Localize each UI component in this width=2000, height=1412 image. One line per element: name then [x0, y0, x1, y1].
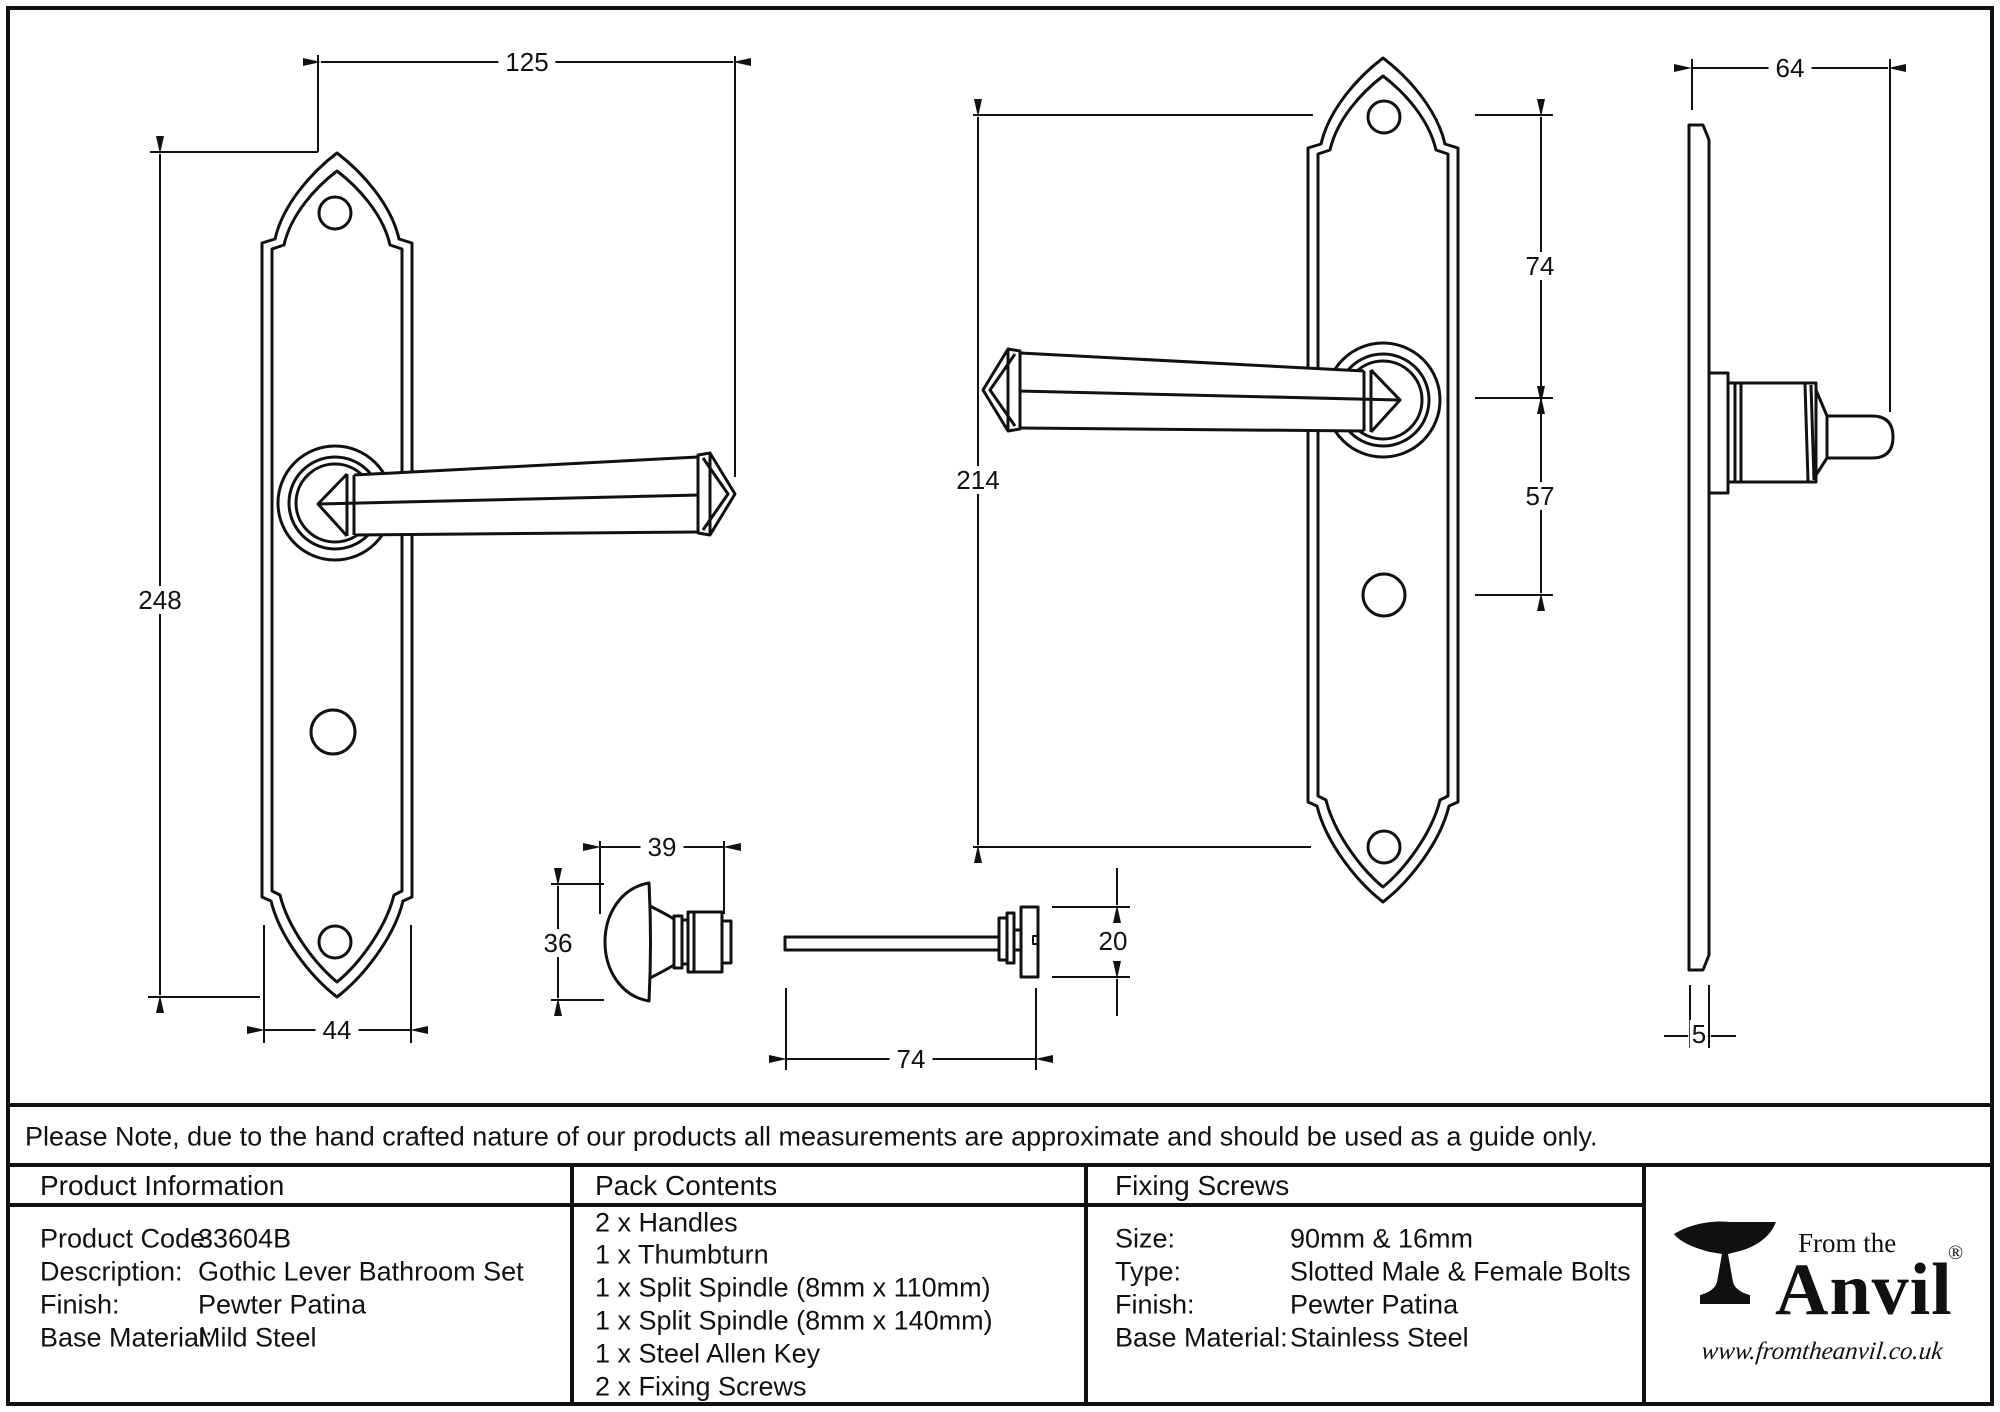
lever-handle — [316, 451, 737, 538]
screw-material-label: Base Material: — [1115, 1322, 1288, 1353]
screw-finish-label: Finish: — [1115, 1289, 1195, 1320]
dim-hole-to-spindle: 74 — [1518, 252, 1562, 280]
bottom-fixing-hole — [1366, 829, 1402, 865]
pack-item: 1 x Split Spindle (8mm x 110mm) — [595, 1272, 991, 1303]
top-fixing-hole — [317, 195, 353, 231]
spindle-hub — [1707, 371, 1895, 495]
description-value: Gothic Lever Bathroom Set — [198, 1256, 524, 1287]
anvil-icon — [1674, 1221, 1776, 1304]
screw-finish-value: Pewter Patina — [1290, 1289, 1459, 1320]
pack-item: 2 x Handles — [595, 1207, 738, 1238]
pack-item: 1 x Split Spindle (8mm x 140mm) — [595, 1305, 993, 1336]
dim-thumbturn-height: 36 — [536, 929, 580, 957]
dim-backplate-height: 248 — [131, 586, 189, 614]
spindle-dimensions — [769, 868, 1130, 1070]
plate-edge — [1687, 123, 1711, 972]
side-view — [1687, 123, 1895, 972]
dim-thumbturn-width: 39 — [640, 833, 684, 861]
pack-contents-header: Pack Contents — [595, 1170, 778, 1201]
finish-value: Pewter Patina — [198, 1289, 367, 1320]
split-spindle — [783, 905, 1040, 979]
bottom-fixing-hole — [317, 924, 353, 960]
pack-item: 1 x Thumbturn — [595, 1239, 769, 1270]
product-code-value: 33604B — [198, 1223, 292, 1254]
product-information-header: Product Information — [40, 1170, 285, 1201]
screw-size-label: Size: — [1115, 1223, 1176, 1254]
logo-from-the: From the — [1798, 1228, 1897, 1258]
description-label: Description: — [40, 1256, 183, 1287]
dim-fixing-centres: 214 — [949, 466, 1007, 494]
dim-spindle-to-turn: 57 — [1518, 482, 1562, 510]
centres-dimensions — [973, 99, 1553, 863]
screw-material-value: Stainless Steel — [1290, 1322, 1469, 1353]
thumbturn — [603, 881, 733, 1003]
sheet-border — [6, 6, 1994, 1406]
front-view-lever-right — [260, 151, 737, 999]
bathroom-turn-hole — [309, 708, 357, 756]
pack-item: 1 x Steel Allen Key — [595, 1338, 821, 1369]
logo-url: www.fromtheanvil.co.uk — [1700, 1338, 1944, 1365]
logo-registered: ® — [1948, 1242, 1964, 1264]
screw-type-value: Slotted Male & Female Bolts — [1290, 1256, 1631, 1287]
product-code-label: Product Code: — [40, 1223, 213, 1254]
pack-item: 2 x Fixing Screws — [595, 1371, 807, 1402]
finish-label: Finish: — [40, 1289, 120, 1320]
measurement-note: Please Note, due to the hand crafted nat… — [25, 1121, 1598, 1152]
dim-spindle-length: 74 — [889, 1045, 933, 1073]
screw-size-value: 90mm & 16mm — [1290, 1223, 1474, 1254]
logo-anvil: Anvil — [1775, 1249, 1953, 1331]
dim-lever-length: 125 — [498, 48, 556, 76]
bathroom-turn-hole — [1361, 572, 1407, 618]
base-material-value: Mild Steel — [198, 1322, 317, 1353]
screw-type-label: Type: — [1115, 1256, 1182, 1287]
dim-plate-thickness: 5 — [1689, 1019, 1709, 1049]
lever-handle — [981, 347, 1402, 434]
base-material-label: Base Material: — [40, 1322, 213, 1353]
dim-spindle-cap: 20 — [1091, 927, 1135, 955]
dim-backplate-width: 44 — [315, 1016, 359, 1044]
fixing-screws-header: Fixing Screws — [1115, 1170, 1290, 1201]
front-view-lever-left — [981, 56, 1460, 904]
dim-projection: 64 — [1768, 54, 1812, 82]
top-fixing-hole — [1366, 99, 1402, 135]
